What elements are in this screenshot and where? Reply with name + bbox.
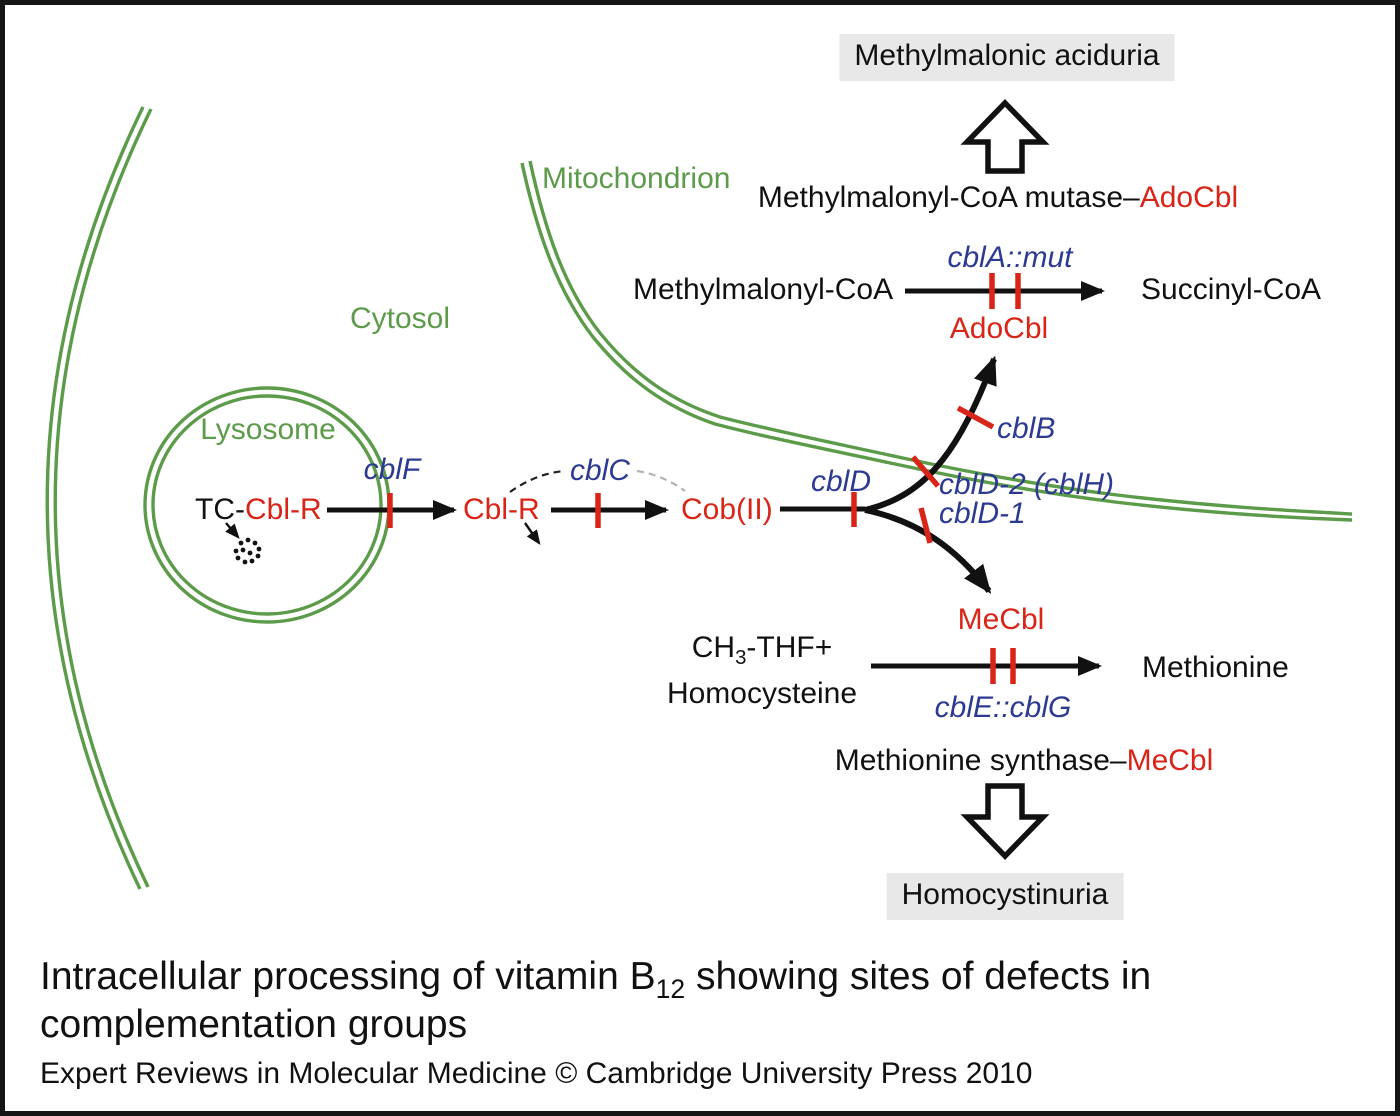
mecbl-label: MeCbl bbox=[957, 603, 1045, 636]
tick-cblD1 bbox=[918, 507, 933, 544]
tc-prefix: TC- bbox=[195, 493, 245, 526]
mma-substrate-label: Methylmalonyl-CoA bbox=[633, 273, 894, 306]
tc-cbl-r: Cbl-R bbox=[244, 493, 322, 526]
mutase-name: Methylmalonyl-CoA mutase– bbox=[757, 181, 1140, 214]
gene-cblD1-label: cblD-1 bbox=[939, 497, 1026, 530]
figure-credit: Expert Reviews in Molecular Medicine © C… bbox=[40, 1057, 1033, 1090]
ch-text: CH bbox=[691, 631, 736, 664]
cytosolic-cbl-r-label: Cbl-R bbox=[463, 493, 540, 526]
r-group-release-arrow bbox=[524, 522, 541, 546]
gene-cblD2-label: cblD-2 (cblH) bbox=[939, 468, 1115, 501]
cblc-dashed-link-left bbox=[509, 469, 566, 493]
cblc-dashed-link-right bbox=[636, 469, 686, 492]
gene-cblA-mut-label: cblA::mut bbox=[947, 241, 1073, 274]
degradation-arrow bbox=[225, 522, 240, 539]
mitochondrion-label: Mitochondrion bbox=[542, 162, 731, 195]
lysosome-label: Lysosome bbox=[200, 413, 336, 446]
cob-ii-label: Cob(II) bbox=[681, 493, 773, 526]
branch-to-adocbl bbox=[864, 355, 997, 513]
caption-pre: Intracellular processing of vitamin B bbox=[40, 955, 656, 998]
ch-subscript: 3 bbox=[735, 647, 747, 669]
gene-cblB-label: cblB bbox=[997, 412, 1056, 445]
branch-to-mecbl bbox=[864, 507, 992, 594]
met-substrate-line1: CH3-THF+ bbox=[691, 631, 833, 669]
down-block-arrow-icon bbox=[960, 783, 1050, 860]
adocbl-label: AdoCbl bbox=[949, 312, 1049, 345]
mutase-enzyme-label: Methylmalonyl-CoA mutase–AdoCbl bbox=[758, 181, 1238, 214]
up-block-arrow-icon bbox=[960, 99, 1050, 174]
synthase-name: Methionine synthase– bbox=[834, 744, 1127, 777]
synthase-enzyme-label: Methionine synthase–MeCbl bbox=[835, 744, 1214, 777]
caption-post: showing sites of defects in bbox=[685, 955, 1152, 998]
gene-cblF-label: cblF bbox=[363, 453, 421, 486]
cytosol-label: Cytosol bbox=[350, 302, 451, 335]
cell-membrane bbox=[45, 106, 153, 890]
met-substrate-line2: Homocysteine bbox=[666, 677, 858, 710]
diagram-canvas bbox=[45, 99, 1353, 890]
mitochondrion-membrane bbox=[520, 160, 1353, 522]
gene-cblC-label: cblC bbox=[569, 454, 631, 487]
degradation-dots bbox=[233, 537, 262, 565]
tick-cblB bbox=[956, 405, 995, 430]
caption-b12-subscript: 12 bbox=[655, 973, 686, 1004]
met-product-label: Methionine bbox=[1142, 651, 1289, 684]
figure-caption-line2: complementation groups bbox=[40, 1003, 468, 1046]
mutase-cofactor: AdoCbl bbox=[1139, 181, 1239, 214]
gene-cblD-label: cblD bbox=[810, 465, 872, 498]
thf-text: -THF+ bbox=[746, 631, 833, 664]
gene-cblE-cblG-label: cblE::cblG bbox=[934, 691, 1072, 724]
tick-cblD2 bbox=[910, 455, 941, 488]
met-substrate-label: CH3-THF+ Homocysteine bbox=[667, 630, 857, 712]
figure-caption-line1: Intracellular processing of vitamin B12 … bbox=[40, 955, 1152, 1004]
disease-box-homocystinuria: Homocystinuria bbox=[886, 873, 1124, 920]
disease-box-methylmalonic-aciduria: Methylmalonic aciduria bbox=[839, 34, 1175, 81]
tc-cbl-label: TC-Cbl-R bbox=[195, 493, 322, 526]
synthase-cofactor: MeCbl bbox=[1126, 744, 1214, 777]
mma-product-label: Succinyl-CoA bbox=[1141, 273, 1322, 306]
